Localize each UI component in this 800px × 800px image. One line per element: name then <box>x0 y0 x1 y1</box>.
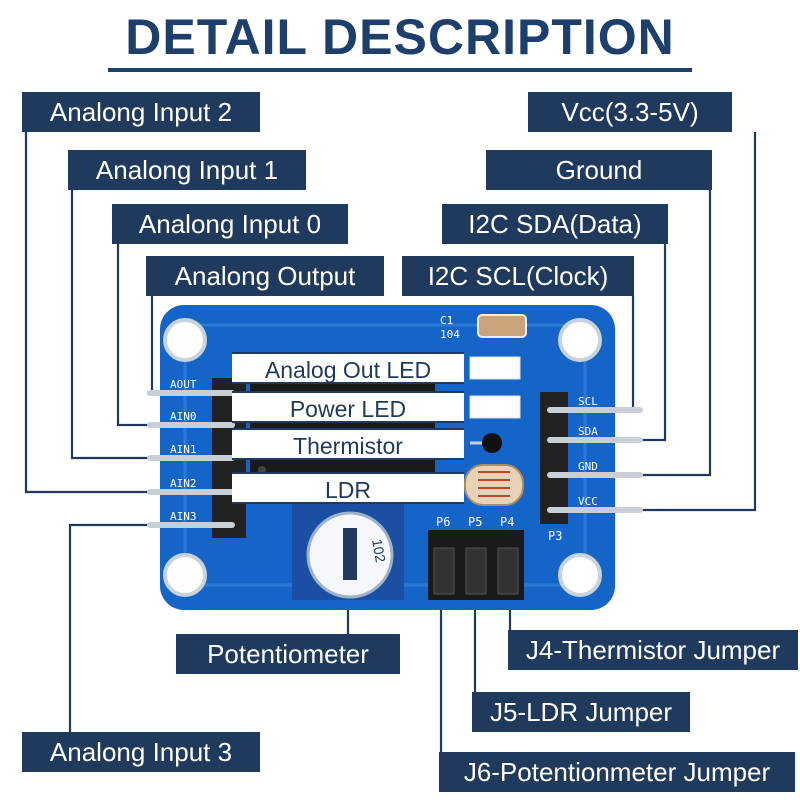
silk-pot-marking: 102 <box>369 538 389 564</box>
silk-vcc: VCC <box>578 495 598 508</box>
label-analong-output: Analong Output <box>146 256 384 296</box>
label-analong-input-3: Analong Input 3 <box>22 732 260 772</box>
right-header: SCL SDA GND VCC P3 <box>540 392 643 543</box>
label-j5: J5-LDR Jumper <box>472 692 690 732</box>
mounting-hole-top-right <box>558 318 602 362</box>
title-underline <box>108 68 692 72</box>
jumper-p6 <box>433 547 455 595</box>
jumper-block: P6 P5 P4 <box>428 515 524 600</box>
silk-p6: P6 <box>436 515 450 529</box>
mounting-hole-bottom-left <box>163 553 207 597</box>
silk-aout: AOUT <box>170 378 197 391</box>
jumper-p4 <box>497 547 519 595</box>
line-vcc <box>590 132 757 512</box>
potentiometer-slot <box>343 528 357 580</box>
mounting-hole-bottom-right <box>558 553 602 597</box>
silk-sda: SDA <box>578 425 598 438</box>
silk-ain1: AIN1 <box>170 443 197 456</box>
label-j4: J4-Thermistor Jumper <box>508 630 798 670</box>
label-power-led: Power LED <box>232 391 464 423</box>
label-ground: Ground <box>486 150 712 190</box>
label-ldr: LDR <box>232 472 464 504</box>
label-analong-input-1: Analong Input 1 <box>68 150 306 190</box>
silk-p3: P3 <box>548 529 562 543</box>
silk-ain3: AIN3 <box>170 510 197 523</box>
thermistor-component <box>482 433 502 453</box>
silk-c1: C1 <box>440 314 453 327</box>
silk-scl: SCL <box>578 395 598 408</box>
label-analong-input-2: Analong Input 2 <box>22 92 260 132</box>
silk-p5: P5 <box>468 515 482 529</box>
label-thermistor: Thermistor <box>232 428 464 460</box>
silk-gnd: GND <box>578 460 598 473</box>
mounting-hole-top-left <box>163 318 207 362</box>
silk-c1-value: 104 <box>440 328 460 341</box>
right-header-housing <box>540 392 568 524</box>
silk-ain2: AIN2 <box>170 477 197 490</box>
page-title: DETAIL DESCRIPTION <box>125 9 675 65</box>
label-j6: J6-Potentionmeter Jumper <box>439 752 795 792</box>
ldr-serpentine <box>478 471 510 497</box>
power-led-component <box>469 395 521 419</box>
label-analong-input-0: Analong Input 0 <box>112 204 348 244</box>
label-i2c-scl: I2C SCL(Clock) <box>402 256 634 296</box>
label-potentiometer: Potentiometer <box>176 634 400 674</box>
jumper-p5 <box>465 547 487 595</box>
mounting-holes <box>163 318 602 597</box>
label-vcc: Vcc(3.3-5V) <box>528 92 732 132</box>
label-i2c-sda: I2C SDA(Data) <box>442 204 668 244</box>
silk-p4: P4 <box>500 515 514 529</box>
analog-out-led-component <box>469 356 521 380</box>
line-analong-input-3 <box>68 523 175 734</box>
capacitor-c1 <box>477 314 527 338</box>
silk-ain0: AIN0 <box>170 410 197 423</box>
label-analog-out-led: Analog Out LED <box>232 352 464 384</box>
